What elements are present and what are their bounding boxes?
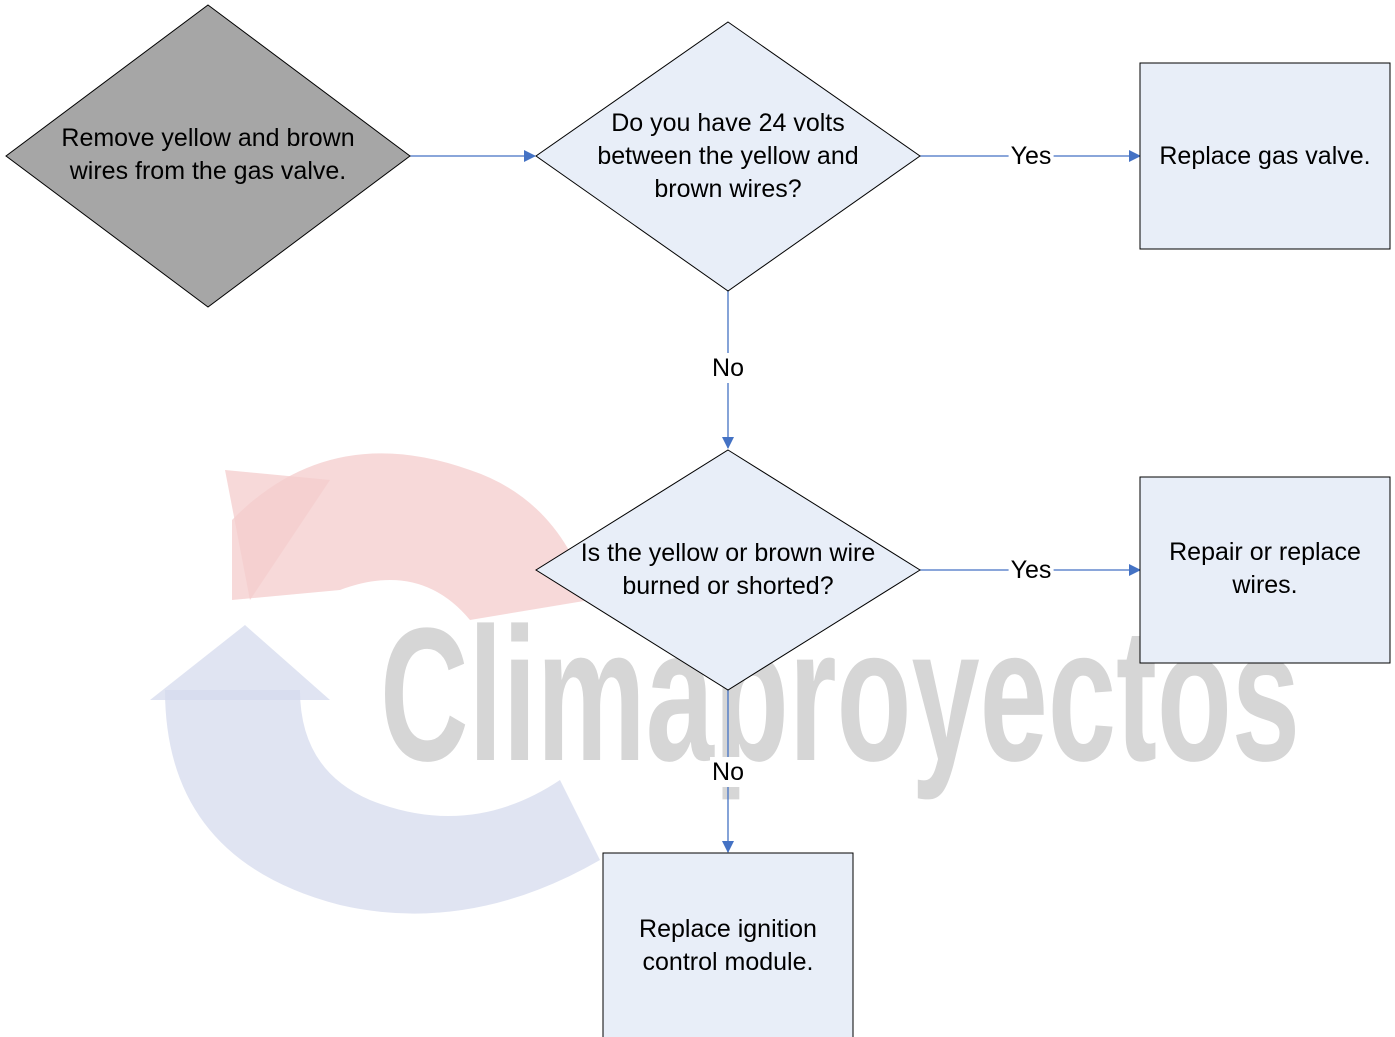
start-diamond: [5, 4, 411, 308]
edge-label-q1-no: No: [710, 353, 746, 383]
edge-label-q2-yes: Yes: [1008, 555, 1054, 585]
replace-module-box: [602, 852, 854, 1037]
replace-module-text: Replace ignition control module.: [639, 915, 817, 976]
question2-text: Is the yellow or brown wire burned or sh…: [580, 539, 876, 600]
repair-wires-box: [1139, 476, 1391, 664]
nodes: [5, 4, 1391, 1037]
watermark-arrowhead-top-icon: [225, 470, 330, 600]
edge-label-q1-yes: Yes: [1008, 141, 1054, 171]
question1-text: Do you have 24 volts between the yellow …: [597, 108, 859, 203]
repair-wires-text: Repair or replace wires.: [1169, 538, 1361, 599]
watermark-arrow-bottom-icon: [165, 690, 600, 914]
watermark-arrowhead-bottom-icon: [150, 625, 330, 700]
watermark: Climaproyectos: [150, 453, 1300, 914]
question1-diamond: [535, 21, 921, 292]
question2-diamond: [535, 449, 921, 691]
replace-gas-valve-text: Replace gas valve.: [1159, 141, 1371, 170]
watermark-arrow-top-icon: [232, 453, 590, 620]
edge-label-q2-no: No: [710, 757, 746, 787]
replace-gas-valve-box: [1139, 62, 1391, 250]
start-text: Remove yellow and brown wires from the g…: [61, 124, 355, 185]
